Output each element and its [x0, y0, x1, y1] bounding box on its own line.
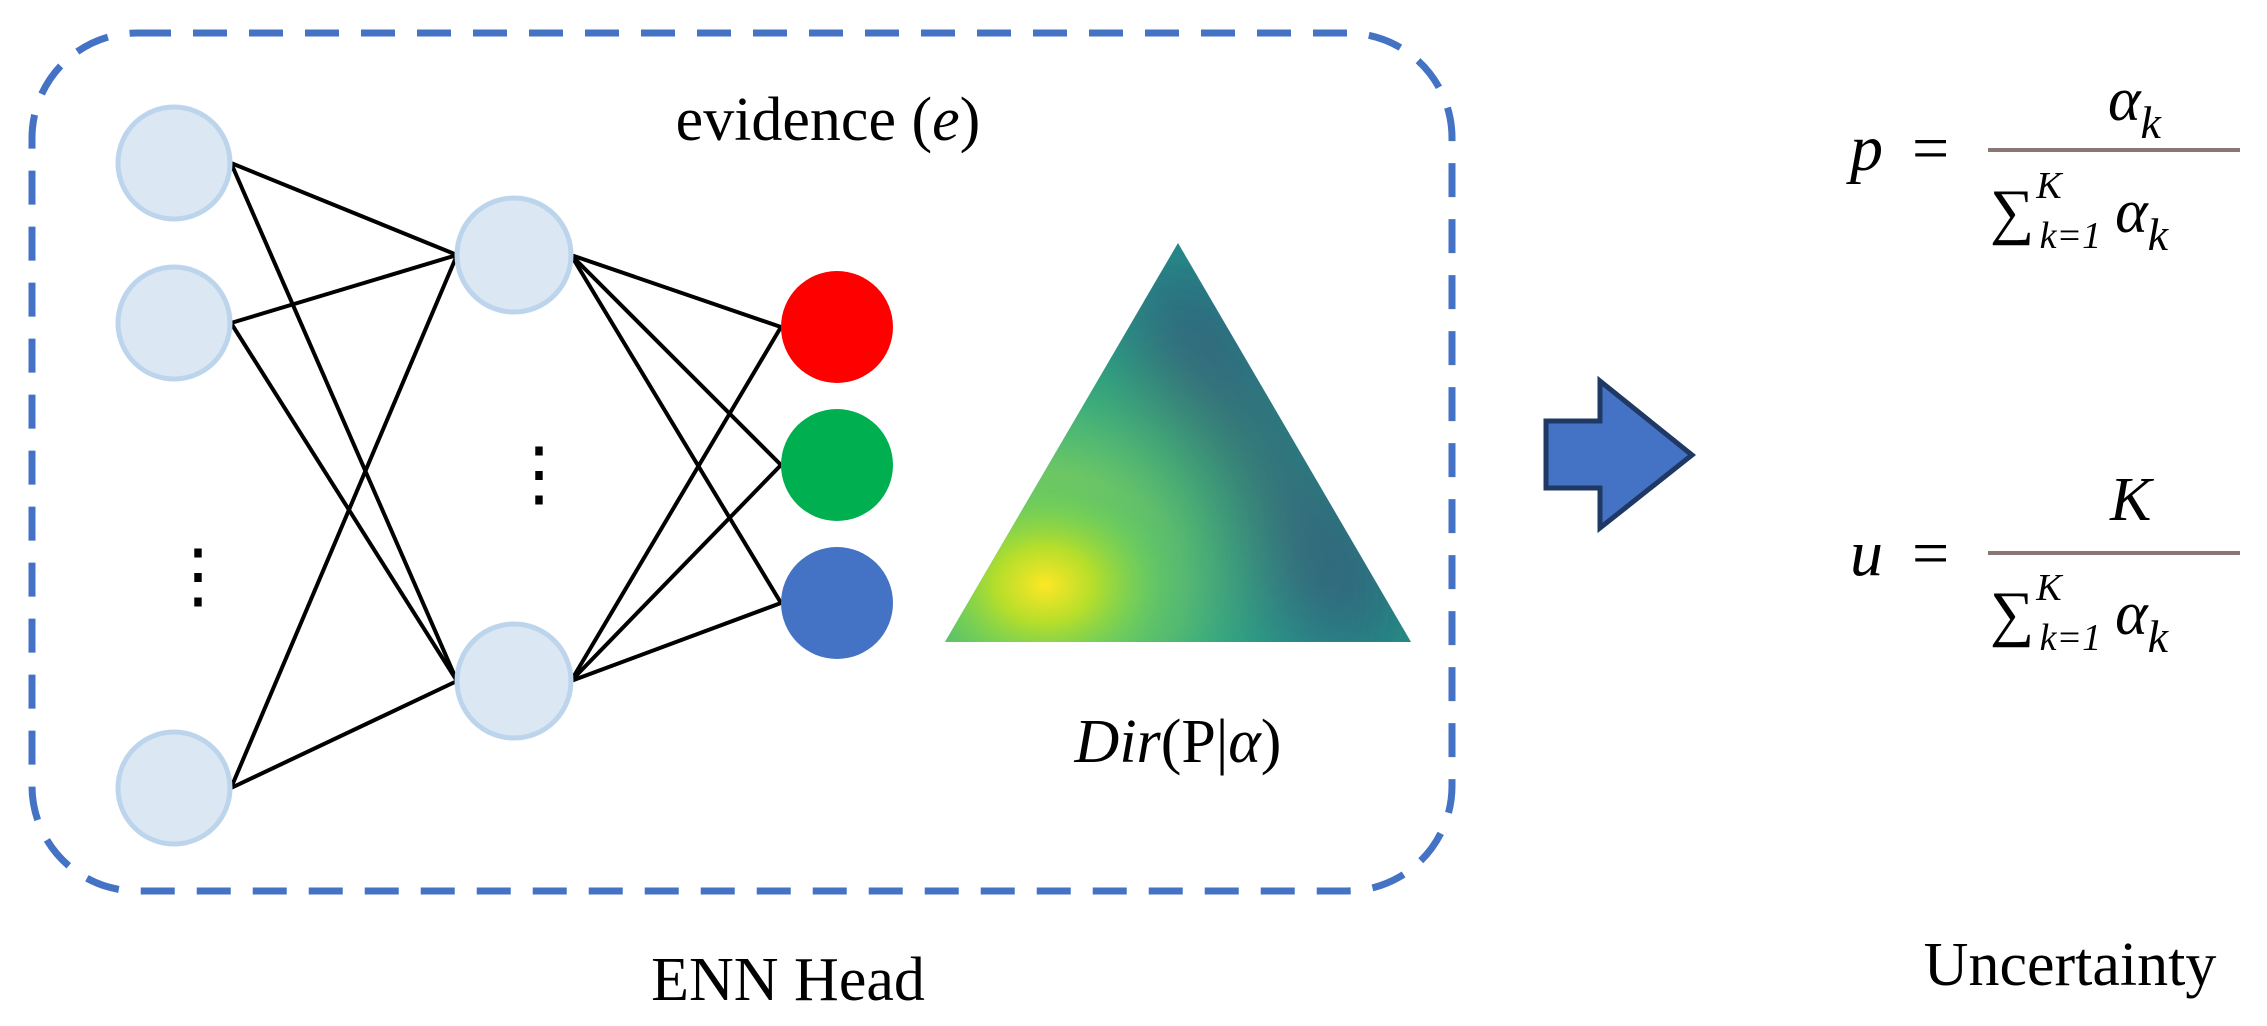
output-node-green	[781, 409, 893, 521]
input-layer-vdots: ⋮	[162, 536, 234, 616]
hidden-layer-vdots: ⋮	[503, 434, 575, 514]
hidden-node-2	[454, 621, 574, 741]
input-node-1	[115, 104, 233, 222]
formula-u-numerator: K	[2109, 466, 2155, 534]
right-arrow-icon	[1543, 375, 1697, 534]
edge-input1-hidden1	[230, 161, 458, 257]
formula-u-equals: =	[1912, 517, 1949, 590]
formula-p-lhs: p	[1846, 112, 1883, 185]
edge-hidden2-output1	[569, 325, 783, 683]
uncertainty-caption: Uncertainty	[1924, 931, 2217, 999]
edge-hidden1-output2	[569, 253, 783, 467]
output-node-red	[781, 271, 893, 383]
edge-hidden1-output3	[569, 253, 783, 605]
network-nodes	[115, 104, 893, 847]
formula-u-lhs: u	[1850, 517, 1883, 590]
enn-head-border	[28, 29, 1456, 895]
hidden-node-1	[454, 195, 574, 315]
network-edges	[229, 161, 783, 790]
edge-input2-hidden2	[229, 321, 459, 683]
enn-head-caption: ENN Head	[651, 946, 925, 1014]
edge-input1-hidden2	[229, 162, 459, 682]
input-node-2	[115, 264, 233, 382]
edge-input3-hidden2	[230, 679, 458, 790]
dirichlet-label: Dir(P|α)	[1074, 708, 1282, 776]
edge-hidden1-output1	[570, 253, 782, 329]
edge-hidden2-output3	[570, 601, 782, 683]
formula-p-numerator: αk	[2108, 66, 2163, 148]
edge-input2-hidden1	[230, 253, 458, 325]
formula-p-equals: =	[1912, 112, 1949, 185]
edge-input3-hidden1	[229, 254, 459, 789]
edge-hidden2-output2	[569, 463, 783, 683]
input-node-3	[115, 729, 233, 847]
dirichlet-simplex	[945, 243, 1411, 642]
evidence-label: evidence (e)	[676, 86, 981, 154]
output-node-blue	[781, 547, 893, 659]
